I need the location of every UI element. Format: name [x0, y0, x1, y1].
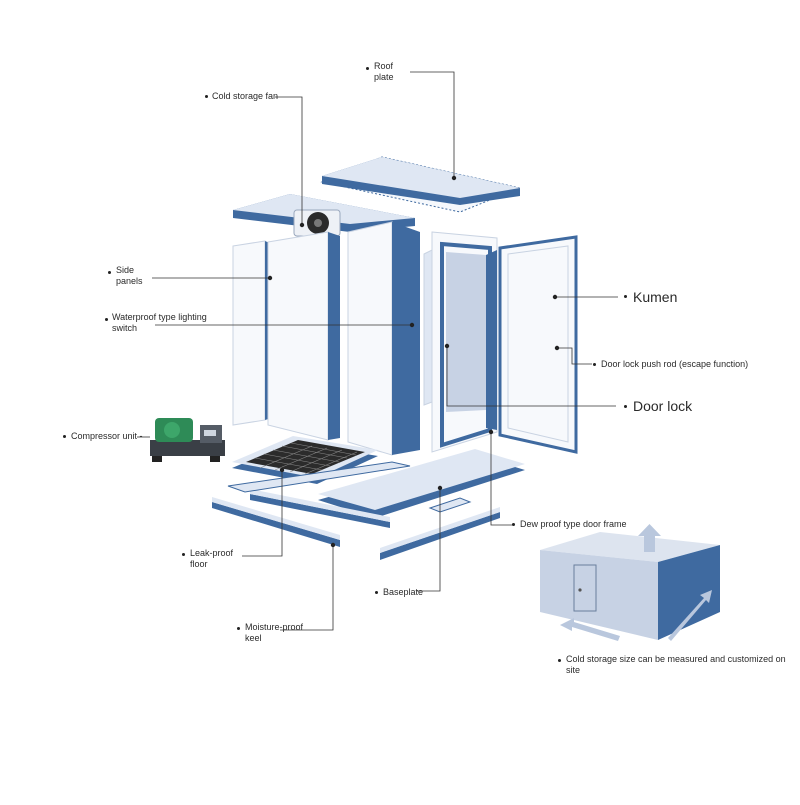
- label-bullet: [512, 523, 515, 526]
- label-side-panels-line1: Side: [116, 265, 135, 275]
- label-bullet: [375, 591, 378, 594]
- fan-icon: [293, 209, 341, 237]
- label-baseplate: Baseplate: [383, 587, 424, 597]
- label-compressor-unit: Compressor unit -: [71, 431, 143, 441]
- compressor-icon: [150, 418, 225, 462]
- door-frame: [423, 231, 498, 453]
- cold-storage-door: [498, 235, 578, 454]
- arrow-up-icon: [638, 524, 661, 552]
- label-leak-proof-floor-line1: Leak-proof: [190, 548, 234, 558]
- label-customized-size: Cold storage size can be measured and cu…: [566, 654, 786, 676]
- label-roof-plate: Roof plate: [374, 61, 394, 83]
- baseplate: [318, 449, 525, 518]
- side-panel-left: [232, 240, 272, 426]
- label-moisture-proof-keel-line1: Moisture-proof: [245, 622, 304, 632]
- label-lighting-switch: Waterproof type lighting switch: [112, 312, 207, 334]
- label-door-lock: Door lock: [633, 398, 693, 414]
- label-bullet: [558, 659, 561, 662]
- label-roof-plate-line1: Roof: [374, 61, 394, 71]
- label-customized-size-line1: Cold storage size can be measured and cu…: [566, 654, 786, 664]
- label-roof-plate-line2: plate: [374, 72, 394, 82]
- arrow-diagonal-icon: [668, 590, 712, 641]
- leader-lines: [137, 71, 618, 631]
- leak-proof-floor-grid: [232, 436, 378, 484]
- label-side-panels: Side panels: [116, 265, 143, 287]
- label-bullet: [593, 363, 596, 366]
- label-cold-storage-fan: Cold storage fan: [212, 91, 279, 101]
- label-lighting-switch-line1: Waterproof type lighting: [112, 312, 207, 322]
- label-bullet: [108, 271, 111, 274]
- label-dew-proof-door-frame: Dew proof type door frame: [520, 519, 627, 529]
- label-door-lock-push-rod: Door lock push rod (escape function): [601, 359, 749, 369]
- side-panel-middle: [267, 231, 340, 441]
- label-bullet: [624, 405, 627, 408]
- label-bullet: [105, 318, 108, 321]
- label-side-panels-line2: panels: [116, 276, 143, 286]
- label-bullet: [63, 435, 66, 438]
- label-moisture-proof-keel: Moisture-proof keel: [245, 622, 303, 644]
- label-bullet: [205, 95, 208, 98]
- label-kumen: Kumen: [633, 289, 678, 305]
- leader-endpoints: [267, 175, 560, 548]
- customized-size-illustration: [540, 524, 720, 641]
- label-customized-size-line2: site: [566, 665, 581, 675]
- arrow-left-icon: [560, 618, 620, 641]
- label-lighting-switch-line2: switch: [112, 323, 138, 333]
- roof-plate: [320, 156, 522, 213]
- label-bullet: [237, 627, 240, 630]
- box-door: [573, 564, 597, 612]
- label-moisture-proof-keel-line2: keel: [245, 633, 262, 643]
- side-panel-front: [347, 221, 420, 456]
- label-leak-proof-floor-line2: floor: [190, 559, 208, 569]
- label-bullet: [182, 553, 185, 556]
- label-bullet: [366, 67, 369, 70]
- label-bullet: [624, 295, 627, 298]
- label-leak-proof-floor: Leak-proof floor: [190, 548, 233, 570]
